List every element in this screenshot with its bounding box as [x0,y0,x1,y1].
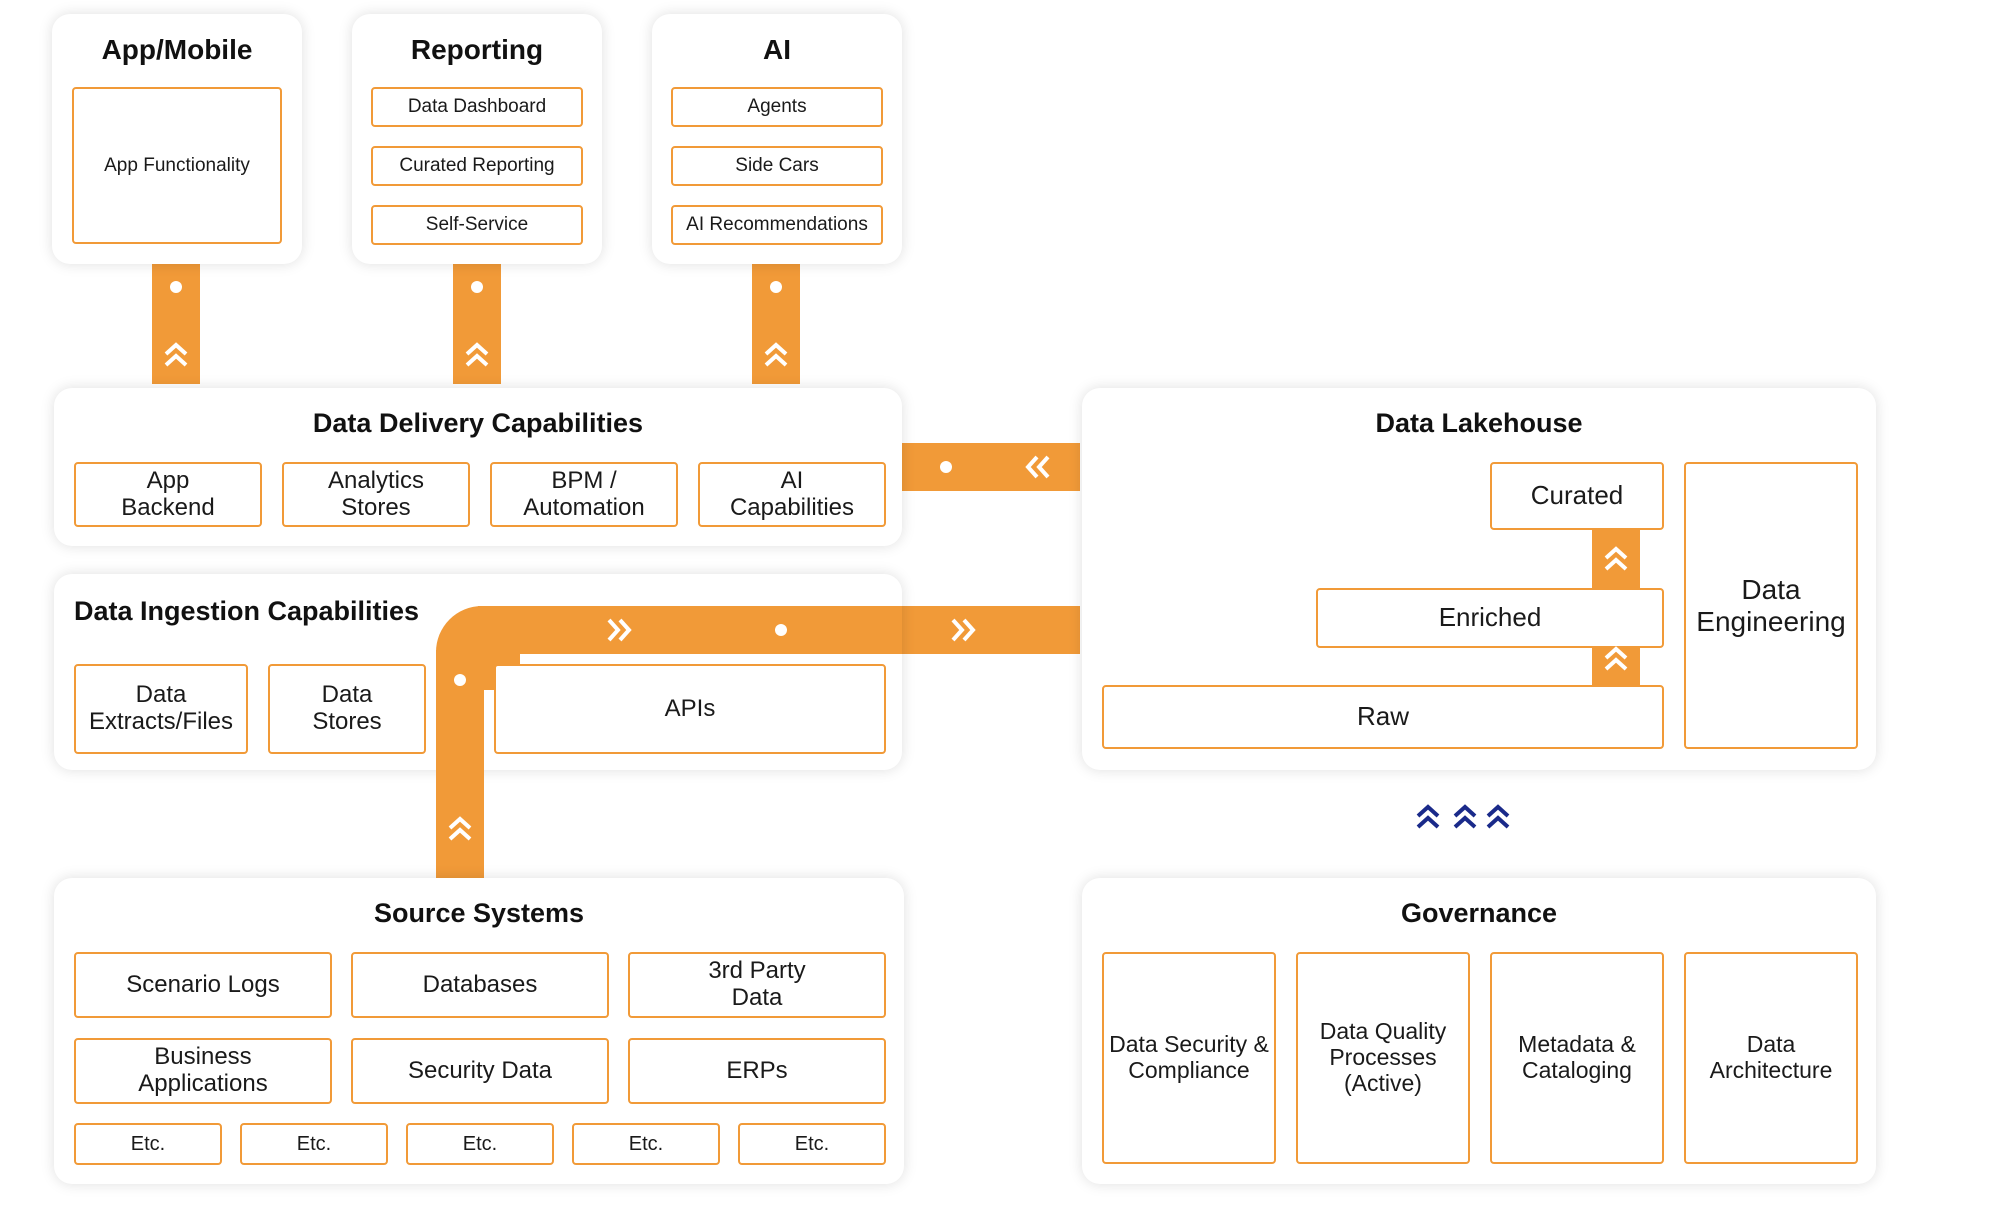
card-title: Source Systems [373,898,585,928]
data-engineering-box: Data Engineering [1684,462,1858,749]
card-title: Data Delivery Capabilities [312,408,644,438]
business-applications-box: Business Applications [74,1038,332,1104]
side-cars-box: Side Cars [671,146,883,186]
data-architecture-box: Data Architecture [1684,952,1858,1164]
double-chevron-up-icon [1416,804,1440,829]
self-service-box: Self-Service [371,205,583,245]
double-chevron-right-icon [951,618,976,642]
double-chevron-left-icon [1025,455,1050,479]
bpm-automation-box: BPM / Automation [490,462,678,527]
connector-lakehouse-to-delivery [900,443,1080,491]
double-chevron-up-icon [1453,804,1477,829]
data-extracts-files-box: Data Extracts/Files [74,664,248,754]
ai-recommendations-box: AI Recommendations [671,205,883,245]
double-chevron-up-icon [1486,804,1510,829]
connector-ingestion-overlay-v [436,650,484,878]
raw-layer-box: Raw [1102,685,1664,749]
etc-box: Etc. [406,1123,554,1165]
data-lakehouse-card: Data Lakehouse Curated Enriched Raw Data… [1082,388,1876,770]
etc-box: Etc. [74,1123,222,1165]
app-functionality-box: App Functionality [72,87,282,244]
data-security-compliance-box: Data Security & Compliance [1102,952,1276,1164]
data-dashboard-box: Data Dashboard [371,87,583,127]
curated-layer-box: Curated [1490,462,1664,530]
metadata-cataloging-box: Metadata & Cataloging [1490,952,1664,1164]
card-title: Data Lakehouse [1375,408,1583,438]
flow-dot [170,281,182,293]
data-stores-box: Data Stores [268,664,426,754]
card-title: Data Ingestion Capabilities [74,596,420,626]
double-chevron-up-icon [164,342,188,367]
agents-box: Agents [671,87,883,127]
flow-dot [454,674,466,686]
apis-box: APIs [494,664,886,754]
ai-card: AI Agents Side Cars AI Recommendations [652,14,902,264]
double-chevron-right-icon [607,618,632,642]
governance-card: Governance Data Security & Compliance Da… [1082,878,1876,1184]
double-chevron-up-icon [465,342,489,367]
reporting-card: Reporting Data Dashboard Curated Reporti… [352,14,602,264]
flow-dot [471,281,483,293]
security-data-box: Security Data [351,1038,609,1104]
etc-box: Etc. [240,1123,388,1165]
double-chevron-up-icon [1604,546,1628,571]
curated-reporting-box: Curated Reporting [371,146,583,186]
ai-capabilities-box: AI Capabilities [698,462,886,527]
third-party-data-box: 3rd Party Data [628,952,886,1018]
source-systems-card: Source Systems Scenario Logs Databases 3… [54,878,904,1184]
app-mobile-card: App/Mobile App Functionality [52,14,302,264]
card-title: App/Mobile [101,34,253,65]
erps-box: ERPs [628,1038,886,1104]
enriched-layer-box: Enriched [1316,588,1664,648]
card-title: Reporting [410,34,544,65]
double-chevron-up-icon [764,342,788,367]
etc-box: Etc. [738,1123,886,1165]
double-chevron-up-icon [448,816,472,841]
connector-ingestion-overlay-h [478,606,902,654]
data-delivery-card: Data Delivery Capabilities App Backend A… [54,388,902,546]
app-backend-box: App Backend [74,462,262,527]
card-title: AI [763,34,791,65]
flow-dot [770,281,782,293]
card-title: Governance [1400,898,1558,928]
data-quality-processes-box: Data Quality Processes (Active) [1296,952,1470,1164]
analytics-stores-box: Analytics Stores [282,462,470,527]
scenario-logs-box: Scenario Logs [74,952,332,1018]
flow-dot [775,624,787,636]
double-chevron-up-icon [1604,646,1628,671]
databases-box: Databases [351,952,609,1018]
flow-dot [940,461,952,473]
etc-box: Etc. [572,1123,720,1165]
